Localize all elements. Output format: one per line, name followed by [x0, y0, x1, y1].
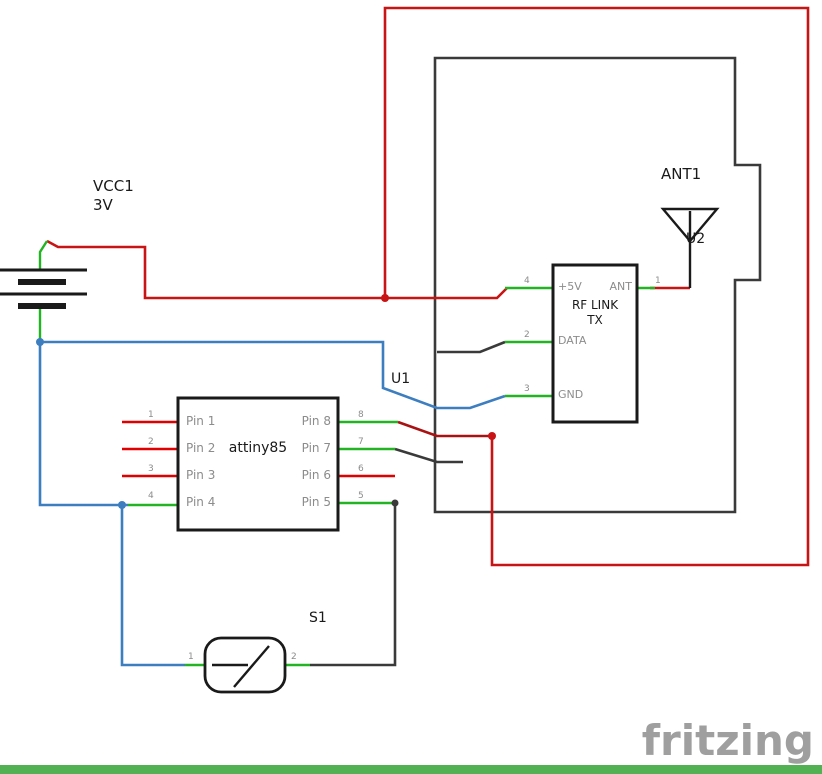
rf-tx-body[interactable] [551, 263, 639, 424]
mcu-pin3-number: 3 [148, 464, 154, 474]
wire-data-black[interactable] [437, 340, 506, 354]
mcu-pin7-label: Pin 7 [301, 441, 331, 455]
switch-symbol[interactable] [203, 636, 287, 694]
rf-5v-label: +5V [558, 280, 582, 293]
rf-data-number: 2 [524, 330, 530, 340]
wire-battery-to-5v-red[interactable] [46, 239, 508, 300]
rf-gnd-label: GND [558, 388, 584, 401]
rf-ref-label[interactable]: U2 [686, 231, 706, 247]
wire-neg-to-pin4-blue[interactable] [38, 342, 128, 507]
battery-positive-leg[interactable] [38, 240, 49, 269]
mcu-pin6-number: 6 [358, 464, 364, 474]
mcu-pin6-label: Pin 6 [301, 468, 331, 482]
mcu-pin1-label: Pin 1 [186, 414, 216, 428]
junction-dot-red-2[interactable] [488, 432, 496, 440]
mcu-pin4-label: Pin 4 [186, 495, 216, 509]
rf-gnd-number: 3 [524, 384, 530, 394]
wire-to-switch-blue[interactable] [120, 505, 185, 667]
mcu-pin8-label: Pin 8 [301, 414, 331, 428]
wire-power-loop-red[interactable] [383, 6, 810, 567]
junction-dot-blue-2[interactable] [118, 501, 126, 509]
switch-ref-label[interactable]: S1 [309, 610, 327, 626]
wire-pin7-black[interactable] [394, 447, 463, 464]
mcu-pin1-number: 1 [148, 410, 154, 420]
battery-ref-label[interactable]: VCC1 [93, 177, 134, 195]
mcu-pin7-number: 7 [358, 437, 364, 447]
mcu-pin5-label: Pin 5 [301, 495, 331, 509]
switch-lever [233, 645, 270, 688]
wire-neg-to-gnd-blue[interactable] [40, 340, 506, 410]
junction-dot-black-1[interactable] [391, 499, 399, 507]
rf-name-line2: TX [587, 313, 603, 327]
mcu-pin8-number: 8 [358, 410, 364, 420]
antenna-ref-label[interactable]: ANT1 [661, 165, 702, 183]
battery-voltage-label[interactable]: 3V [93, 196, 113, 214]
mcu-pin2-number: 2 [148, 437, 154, 447]
rf-name-line1: RF LINK [571, 298, 619, 312]
junction-dot-blue-1[interactable] [36, 338, 44, 346]
mcu-pin4-number: 4 [148, 491, 154, 501]
footer-accent-bar [0, 765, 822, 774]
component-legs [38, 240, 655, 667]
junction-dot-red-1[interactable] [381, 294, 389, 302]
rf-ant-number: 1 [655, 276, 661, 286]
wire-switch-to-pin5-black[interactable] [310, 503, 397, 667]
mcu-pin3-label: Pin 3 [186, 468, 216, 482]
rf-5v-number: 4 [524, 276, 530, 286]
rf-ant-label: ANT [609, 280, 632, 293]
switch-pin1-number: 1 [188, 652, 194, 662]
fritzing-watermark: fritzing [641, 716, 814, 765]
wire-pin8-red[interactable] [397, 420, 492, 438]
switch-pin2-number: 2 [291, 652, 297, 662]
antenna-symbol[interactable] [660, 207, 720, 288]
wire-signal-loop-black[interactable] [433, 56, 762, 514]
mcu-body[interactable] [176, 396, 340, 532]
battery-symbol[interactable] [0, 268, 87, 309]
mcu-pin2-label: Pin 2 [186, 441, 216, 455]
rf-data-label: DATA [558, 334, 587, 347]
mcu-name-label: attiny85 [228, 440, 288, 456]
mcu-pin5-number: 5 [358, 491, 364, 501]
mcu-ref-label[interactable]: U1 [391, 371, 411, 387]
